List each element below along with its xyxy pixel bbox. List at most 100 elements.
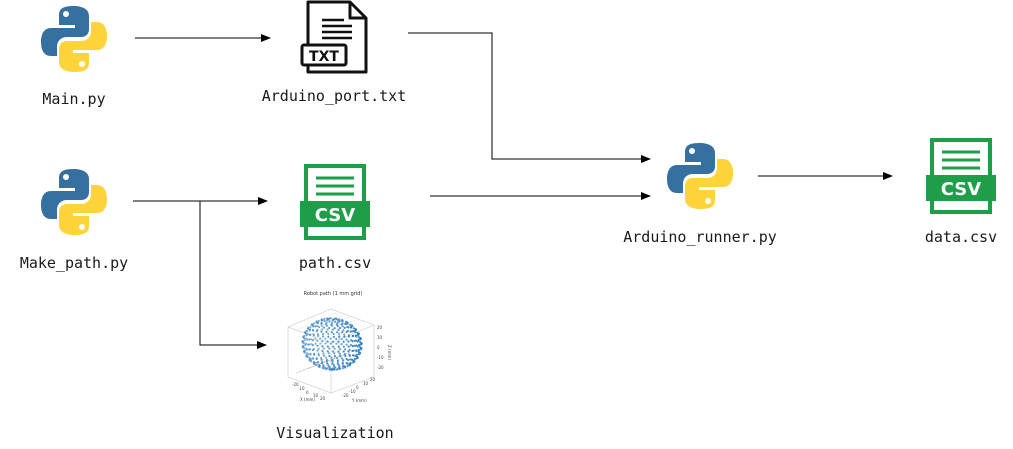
scatter-point [345, 330, 348, 334]
scatter-point [316, 332, 319, 336]
scatter-point [347, 350, 350, 353]
z-tick-2: 0 [377, 345, 380, 350]
scatter-point [350, 358, 353, 361]
scatter-point [336, 359, 340, 362]
x-tick-1: -10 [298, 386, 305, 391]
csv-file-icon: CSV [300, 164, 370, 240]
data-csv-label: data.csv [924, 228, 998, 246]
z-tick-4: -20 [377, 365, 384, 370]
scatter-point [329, 317, 332, 320]
y-tick-2: 0 [356, 385, 359, 390]
scatter-point [338, 333, 341, 336]
scatter-point [351, 340, 354, 343]
scatter-point [332, 350, 335, 353]
scatter-point [352, 329, 355, 333]
scatter-point [304, 342, 308, 345]
scatter-point [314, 325, 317, 328]
z-tick-1: 10 [377, 335, 383, 340]
txt-badge: TXT [309, 49, 339, 65]
scatter-point [341, 325, 344, 328]
scatter-point [328, 326, 331, 330]
scatter-point [320, 322, 323, 325]
scatter-point [330, 323, 333, 326]
scatter-point [338, 335, 341, 339]
scatter-point [360, 346, 363, 350]
main-py-label: Main.py [42, 90, 106, 108]
scatter-point [326, 345, 329, 348]
scatter-point [329, 337, 332, 340]
scatter-point [335, 368, 338, 371]
scatter-point [316, 324, 319, 328]
scatter-point [306, 332, 309, 336]
scatter-point [347, 345, 350, 348]
visualization-label: Visualization [276, 424, 394, 442]
scatter-point [316, 344, 319, 347]
scatter-point [340, 343, 343, 346]
scatter-point [326, 328, 329, 331]
scatter-point [355, 357, 358, 360]
scatter-point [317, 352, 320, 355]
scatter-point [311, 348, 315, 352]
scatter-point [332, 335, 335, 338]
scatter-point [322, 354, 326, 357]
x-tick-2: 0 [306, 390, 309, 395]
scatter-point [315, 321, 318, 324]
scatter-point [354, 331, 357, 334]
main-py-node [39, 4, 109, 78]
scatter-point [309, 325, 312, 329]
scatter-point [327, 332, 330, 335]
scatter-point [333, 347, 336, 350]
scatter-point [344, 320, 348, 323]
scatter-point [340, 357, 344, 360]
scatter-point [338, 347, 342, 351]
scatter-point [331, 367, 335, 370]
z-axis-label: Z (mm) [387, 345, 392, 360]
scatter-point [311, 344, 315, 347]
scatter-point [341, 331, 344, 334]
scatter-point [328, 347, 331, 350]
scatter-point [311, 329, 315, 332]
y-axis-label: Y (mm) [351, 398, 367, 403]
z-tick-3: -10 [377, 355, 384, 360]
scatter-point [320, 324, 323, 327]
scatter-point [324, 342, 327, 345]
scatter-point [320, 362, 324, 365]
scatter-point [342, 359, 345, 362]
scatter-point [321, 340, 324, 343]
scatter-point [326, 340, 329, 343]
scatter-point [328, 354, 331, 358]
txt-file-icon: TXT [300, 0, 368, 74]
y-tick-0: -20 [342, 393, 349, 398]
scatter-point [352, 354, 355, 357]
scatter-point [338, 320, 341, 323]
scatter-point [337, 345, 340, 348]
scatter-point [323, 319, 326, 323]
arduino-port-txt-label: Arduino_port.txt [261, 87, 407, 105]
data-csv-node: CSV [926, 138, 996, 218]
scatter-point [318, 325, 321, 329]
y-tick-1: -10 [349, 389, 356, 394]
scatter-point [308, 348, 311, 351]
scatter-point [325, 356, 328, 359]
scatter-point [354, 329, 357, 332]
scatter-point [329, 342, 332, 345]
scatter-point [305, 330, 309, 333]
scatter-point [341, 367, 344, 370]
scatter-point [315, 329, 318, 333]
scatter-point [331, 362, 334, 365]
scatter-point [325, 317, 329, 320]
scatter-point [355, 344, 358, 347]
scatter-point [357, 348, 360, 352]
scatter-point [342, 329, 345, 332]
scatter-point [335, 356, 338, 360]
scatter-point [349, 358, 352, 361]
scatter-point [319, 337, 322, 340]
scatter-point [302, 339, 305, 342]
scatter-point [335, 318, 339, 321]
scatter-point [354, 334, 357, 337]
scatter-point [317, 319, 320, 322]
scatter-point [307, 326, 310, 329]
scatter-point [348, 348, 351, 352]
scatter-point [348, 354, 352, 357]
scatter-point [354, 339, 358, 342]
